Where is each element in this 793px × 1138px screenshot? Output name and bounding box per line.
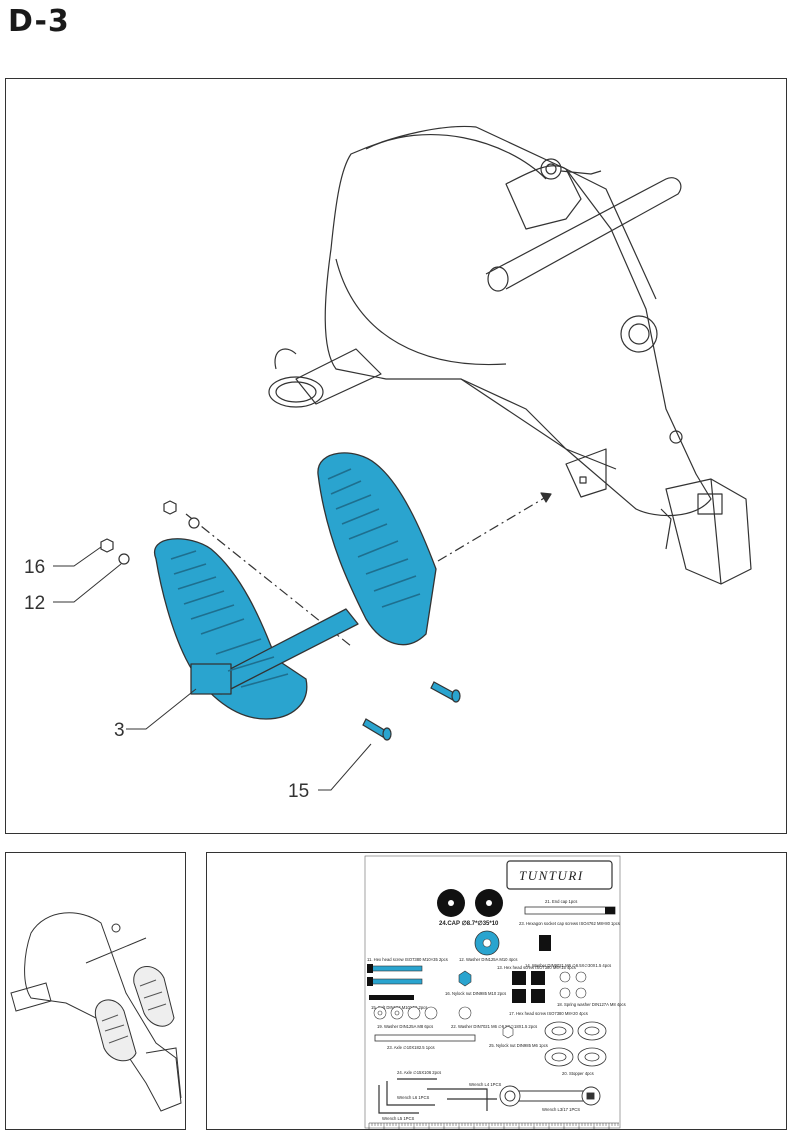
svg-text:19. Washer DIN125A M8 6pcs: 19. Washer DIN125A M8 6pcs xyxy=(377,1024,433,1029)
handlebar-tube xyxy=(485,177,682,290)
callout-12: 12 xyxy=(24,593,45,614)
nut-16 xyxy=(100,538,114,553)
svg-text:23. Hexagon socket cap screws: 23. Hexagon socket cap screws ISO4762 M8… xyxy=(519,921,620,926)
svg-text:24. Axle ∅15X106 2pcs: 24. Axle ∅15X106 2pcs xyxy=(397,1070,441,1075)
svg-text:16. Nylock nut DIN985 M10 2pcs: 16. Nylock nut DIN985 M10 2pcs xyxy=(445,991,506,996)
svg-text:14. Washer DIN9021 M6 ∅6.5X∅30: 14. Washer DIN9021 M6 ∅6.5X∅30X1.5 4pcs xyxy=(525,963,611,968)
svg-text:18. Spring washer DIN127A M8 4: 18. Spring washer DIN127A M8 4pcs xyxy=(557,1002,626,1007)
callout-15: 15 xyxy=(288,781,309,802)
svg-text:22. Washer DIN7021 M6 ∅6.5X∅18: 22. Washer DIN7021 M6 ∅6.5X∅18X1.5 2pcs xyxy=(451,1024,537,1029)
axle-block xyxy=(190,663,232,695)
svg-text:13. Hex head screw ISO7380 M6×: 13. Hex head screw ISO7380 M6×15 4pcs xyxy=(497,965,576,970)
tunturi-logo xyxy=(506,860,613,890)
rower-body xyxy=(324,125,712,517)
combination-wrench-icon xyxy=(499,1085,601,1107)
parts-list-panel: TUNTURI 24.CAP ∅8.7*∅35*10 21. End cap 1… xyxy=(206,852,787,1130)
washer-12 xyxy=(118,553,130,565)
svg-text:Wrench L5 1PCS: Wrench L5 1PCS xyxy=(382,1116,414,1121)
assembled-view-drawing xyxy=(10,912,182,1112)
svg-text:11. Hex head screw ISO7380 M10: 11. Hex head screw ISO7380 M10×35 2pcs xyxy=(367,957,448,962)
svg-text:TUNTURI: TUNTURI xyxy=(519,868,584,883)
callout-3: 3 xyxy=(114,720,125,741)
svg-text:17. Hex head screw ISO7380 M8×: 17. Hex head screw ISO7380 M8×20 4pcs xyxy=(509,1011,588,1016)
exploded-view-drawing: 16 12 3 15 xyxy=(24,125,752,802)
page-title: D-3 xyxy=(8,4,70,39)
parts-list-drawing: TUNTURI 24.CAP ∅8.7*∅35*10 21. End cap 1… xyxy=(364,855,626,1129)
exploded-view-panel: 16 12 3 15 xyxy=(5,78,787,834)
svg-text:20. Stopper 4pcs: 20. Stopper 4pcs xyxy=(562,1071,594,1076)
callout-16: 16 xyxy=(24,557,45,578)
item-pads: 24.CAP ∅8.7*∅35*10 xyxy=(439,920,499,927)
svg-text:Wrench L6 1PCS: Wrench L6 1PCS xyxy=(397,1095,429,1100)
svg-text:25. Nylock nut DIN985 M6 1pcs: 25. Nylock nut DIN985 M6 1pcs xyxy=(489,1043,548,1048)
svg-text:12. Washer DIN125A M10 4pcs: 12. Washer DIN125A M10 4pcs xyxy=(459,957,518,962)
svg-text:23. Axle ∅10X182.5 1pcs: 23. Axle ∅10X182.5 1pcs xyxy=(387,1045,435,1050)
svg-text:21. End cap 1pcs: 21. End cap 1pcs xyxy=(545,899,577,904)
assembled-view-panel xyxy=(5,852,186,1130)
svg-text:Wrench L3/17 1PCS: Wrench L3/17 1PCS xyxy=(542,1107,580,1112)
tension-knob-icon xyxy=(620,315,658,353)
svg-text:Wrench L4 1PCS: Wrench L4 1PCS xyxy=(469,1082,501,1087)
